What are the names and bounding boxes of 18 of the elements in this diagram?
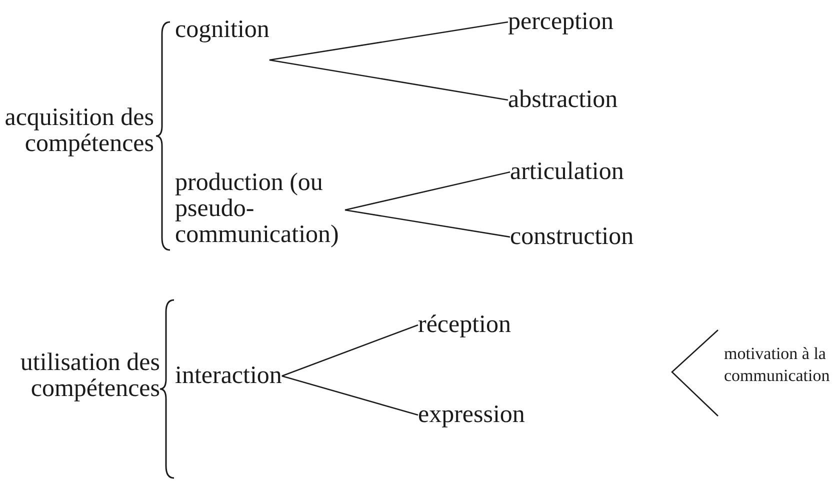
node-label: expression: [418, 402, 525, 428]
connector-line: [344, 171, 510, 211]
node-label: utilisation des compétences: [19, 350, 160, 402]
node-label: réception: [418, 312, 512, 338]
node-label: abstraction: [508, 87, 618, 113]
node-label: production (ou pseudo-communication): [175, 170, 340, 248]
node-label: motivation à la communication: [724, 343, 831, 387]
node-label: cognition: [175, 17, 270, 43]
connector-line: [282, 375, 418, 416]
connector-line: [282, 324, 418, 377]
node-label: acquisition des compétences: [4, 105, 154, 157]
node-label: articulation: [510, 159, 624, 185]
connector-line: [269, 21, 508, 61]
connector-line: [269, 59, 508, 101]
node-label: interaction: [175, 363, 282, 389]
node-label: construction: [510, 224, 634, 250]
connector-line: [344, 209, 510, 238]
node-label: perception: [508, 9, 614, 35]
